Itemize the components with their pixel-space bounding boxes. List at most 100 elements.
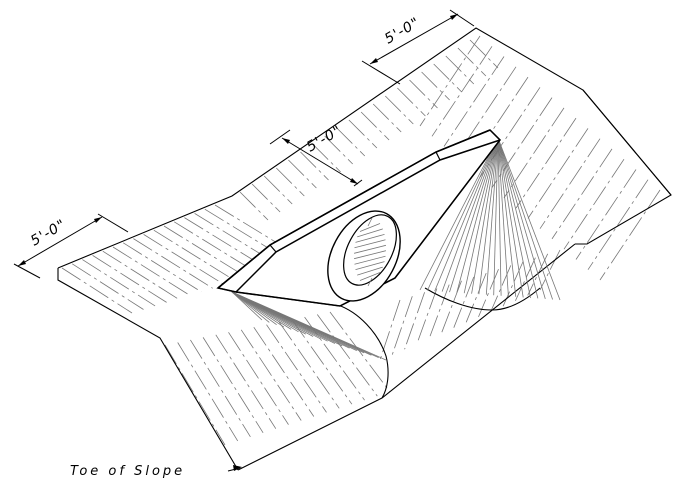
dimension-label-left: 5'-0" xyxy=(28,217,69,250)
hatch-line xyxy=(587,179,649,270)
pipe-hatch-line xyxy=(355,261,385,270)
fan-line xyxy=(456,137,499,293)
pipe-interior-hatching xyxy=(354,217,386,287)
hatch-line xyxy=(143,234,225,286)
hatch-line xyxy=(397,87,426,117)
pipe-hatch-line xyxy=(357,228,383,238)
hatch-line xyxy=(228,332,289,425)
fan-line xyxy=(493,137,499,296)
hatch-line xyxy=(202,337,264,434)
hatch-line xyxy=(71,263,144,310)
hatch-line xyxy=(479,87,541,178)
hatch-line xyxy=(251,183,281,213)
fan-line xyxy=(497,137,553,300)
dimension-headwall-width: 5'-0" xyxy=(269,123,363,187)
hatch-line xyxy=(276,167,305,197)
hatch-line xyxy=(433,63,462,93)
fan-line xyxy=(231,291,387,361)
fan-line xyxy=(419,137,499,291)
hatch-line xyxy=(539,138,601,229)
dimension-top-right: 5'-0" xyxy=(361,9,475,85)
hatch-line xyxy=(239,191,269,221)
hatch-line xyxy=(385,95,414,125)
pipe-hatch-line xyxy=(354,255,386,265)
hatch-line xyxy=(240,329,302,421)
fan-line xyxy=(434,137,499,292)
hatch-line xyxy=(329,311,391,393)
hatch-line xyxy=(491,97,553,188)
pipe-opening xyxy=(327,210,401,302)
fan-line xyxy=(497,137,524,298)
fan-line xyxy=(231,291,270,323)
fan-line xyxy=(497,137,531,298)
fan-line xyxy=(497,137,539,299)
hatch-line xyxy=(445,55,475,85)
hatch-line xyxy=(190,339,251,438)
hatch-line xyxy=(465,272,487,323)
hatch-line xyxy=(300,151,329,181)
slope-outline xyxy=(57,27,672,471)
hatch-line xyxy=(379,299,401,361)
hatch-line xyxy=(527,253,549,296)
hatch-line xyxy=(428,284,450,339)
hatch-line xyxy=(404,292,425,350)
fan-line xyxy=(449,137,499,293)
pipe-hatch-line xyxy=(367,217,373,227)
hatch-line xyxy=(163,225,248,279)
hatch-line xyxy=(215,334,277,429)
hatch-line xyxy=(539,249,561,291)
hatch-line xyxy=(348,119,378,149)
hatch-line xyxy=(164,344,226,446)
hatch-line xyxy=(316,314,378,397)
hatch-line xyxy=(515,257,536,301)
hatch-line xyxy=(122,242,202,293)
pipe-hatch-line xyxy=(354,239,386,249)
hatch-line xyxy=(112,246,190,296)
hatch-line xyxy=(263,175,293,205)
hatch-line xyxy=(575,169,637,260)
hatch-line xyxy=(177,342,239,442)
hatch-line xyxy=(599,189,661,281)
fan-line xyxy=(471,137,499,294)
hatch-line xyxy=(336,127,366,157)
hatch-line xyxy=(416,288,438,344)
hatch-line xyxy=(503,107,565,199)
hatch-line xyxy=(551,148,613,240)
fan-line xyxy=(497,137,546,300)
hatch-line xyxy=(467,76,529,168)
hatch-line xyxy=(431,46,493,137)
fan-line xyxy=(497,137,517,297)
pipe-hatch-line xyxy=(357,266,383,276)
hatch-line xyxy=(291,319,353,405)
hatch-line xyxy=(288,159,317,189)
hatch-line xyxy=(409,79,438,109)
hatch-line xyxy=(419,35,481,127)
hatch-line xyxy=(278,321,340,409)
hatch-line xyxy=(61,267,133,314)
hatch-line xyxy=(82,259,156,307)
hatch-line xyxy=(133,238,213,289)
hatch-line xyxy=(457,47,487,77)
fan-line xyxy=(478,137,499,295)
hatch-line xyxy=(102,250,179,300)
left-wingwall-fan xyxy=(231,291,387,361)
hatch-line xyxy=(92,255,167,303)
hatch-line xyxy=(360,111,390,141)
hatch-line xyxy=(563,158,625,250)
fan-line xyxy=(485,137,499,295)
dimension-label-top-right: 5'-0" xyxy=(382,15,423,48)
fan-line xyxy=(497,137,509,297)
pipe-hatch-line xyxy=(359,223,381,232)
fan-line xyxy=(427,137,499,291)
hatch-line xyxy=(515,117,577,209)
pipe-hatch-line xyxy=(359,272,381,281)
hatch-line xyxy=(312,143,341,173)
hatch-line xyxy=(453,276,475,328)
hatch-line xyxy=(153,229,237,282)
hatch-line xyxy=(441,280,462,334)
fan-line xyxy=(441,137,499,292)
fan-line xyxy=(463,137,499,294)
hatch-line xyxy=(391,296,413,355)
toe-of-slope-callout: Toe of Slope xyxy=(70,464,242,479)
